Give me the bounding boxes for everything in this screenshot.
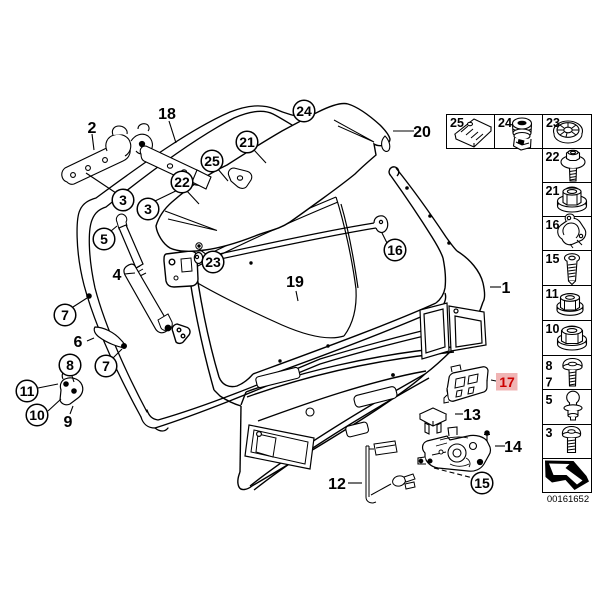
- svg-text:21: 21: [546, 184, 560, 198]
- svg-text:5: 5: [546, 393, 553, 407]
- svg-text:23: 23: [205, 254, 221, 270]
- svg-text:7: 7: [546, 376, 553, 390]
- svg-text:24: 24: [498, 116, 512, 130]
- svg-text:16: 16: [387, 242, 403, 258]
- svg-text:11: 11: [20, 383, 35, 399]
- svg-text:10: 10: [29, 407, 45, 423]
- svg-text:10: 10: [546, 322, 560, 336]
- svg-text:8: 8: [546, 359, 553, 373]
- svg-text:23: 23: [546, 116, 560, 130]
- svg-text:11: 11: [546, 287, 559, 301]
- svg-text:00161652: 00161652: [547, 494, 589, 505]
- svg-text:25: 25: [204, 153, 220, 169]
- svg-text:17: 17: [499, 374, 515, 390]
- svg-text:22: 22: [174, 174, 190, 190]
- svg-text:8: 8: [66, 357, 74, 373]
- svg-text:25: 25: [450, 116, 464, 130]
- svg-text:21: 21: [239, 134, 255, 150]
- svg-text:4: 4: [113, 267, 122, 284]
- svg-text:22: 22: [546, 150, 560, 164]
- svg-text:9: 9: [64, 414, 73, 431]
- svg-text:3: 3: [546, 426, 553, 440]
- svg-text:12: 12: [328, 476, 346, 493]
- svg-text:15: 15: [474, 475, 490, 491]
- svg-text:5: 5: [100, 231, 108, 247]
- svg-text:7: 7: [61, 307, 69, 323]
- svg-text:24: 24: [296, 103, 312, 119]
- svg-text:2: 2: [88, 120, 97, 137]
- svg-text:3: 3: [144, 201, 152, 217]
- svg-text:6: 6: [74, 334, 83, 351]
- svg-text:13: 13: [463, 407, 481, 424]
- svg-text:18: 18: [158, 106, 176, 123]
- svg-text:15: 15: [546, 252, 560, 266]
- svg-text:14: 14: [504, 439, 522, 456]
- svg-text:1: 1: [502, 280, 511, 297]
- svg-text:16: 16: [546, 218, 560, 232]
- svg-text:7: 7: [102, 358, 110, 374]
- svg-text:19: 19: [286, 274, 304, 291]
- svg-text:20: 20: [413, 124, 431, 141]
- svg-text:3: 3: [119, 192, 127, 208]
